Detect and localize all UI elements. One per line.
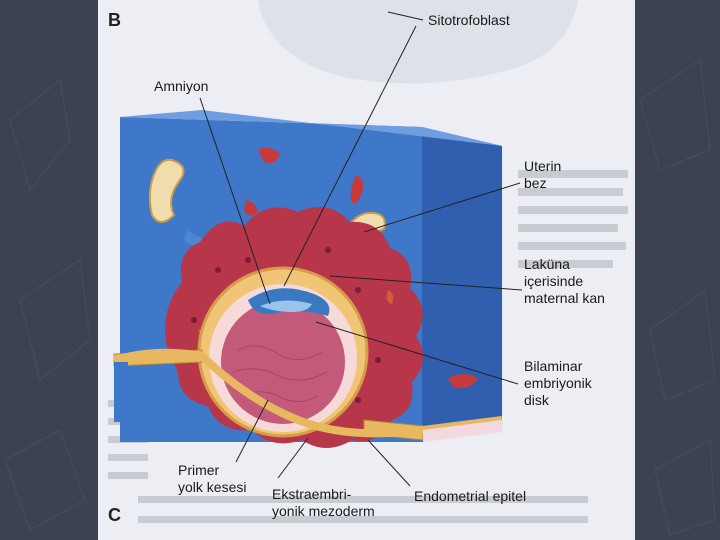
label-amniyon: Amniyon bbox=[154, 78, 208, 95]
label-uterin-bez-line1: Uterin bbox=[524, 158, 561, 175]
label-ekstraembriyonik: Ekstraembri- yonik mezoderm bbox=[272, 486, 375, 520]
label-primer-yolk-line1: Primer bbox=[178, 462, 246, 479]
textbook-page: B C Sitotrofoblast Amniyon Uterin bez La… bbox=[98, 0, 635, 540]
label-sitotrofoblast: Sitotrofoblast bbox=[428, 12, 510, 29]
label-uterin-bez: Uterin bez bbox=[524, 158, 561, 192]
label-ekstraembriyonik-line2: yonik mezoderm bbox=[272, 503, 375, 520]
label-bilaminar-line3: disk bbox=[524, 392, 592, 409]
label-endometrial-epitel-text: Endometrial epitel bbox=[414, 488, 526, 504]
label-bilaminar: Bilaminar embriyonik disk bbox=[524, 358, 592, 409]
label-bilaminar-line2: embriyonik bbox=[524, 375, 592, 392]
label-endometrial-epitel: Endometrial epitel bbox=[414, 488, 526, 505]
label-sitotrofoblast-text: Sitotrofoblast bbox=[428, 12, 510, 28]
label-uterin-bez-line2: bez bbox=[524, 175, 561, 192]
label-bilaminar-line1: Bilaminar bbox=[524, 358, 592, 375]
panel-label-c: C bbox=[108, 505, 121, 526]
label-ekstraembriyonik-line1: Ekstraembri- bbox=[272, 486, 375, 503]
label-lakuna-line1: Laküna bbox=[524, 256, 605, 273]
label-amniyon-text: Amniyon bbox=[154, 78, 208, 94]
label-primer-yolk: Primer yolk kesesi bbox=[178, 462, 246, 496]
label-lakuna: Laküna içerisinde maternal kan bbox=[524, 256, 605, 307]
label-lakuna-line2: içerisinde bbox=[524, 273, 605, 290]
panel-label-b: B bbox=[108, 10, 121, 31]
label-primer-yolk-line2: yolk kesesi bbox=[178, 479, 246, 496]
label-lakuna-line3: maternal kan bbox=[524, 290, 605, 307]
